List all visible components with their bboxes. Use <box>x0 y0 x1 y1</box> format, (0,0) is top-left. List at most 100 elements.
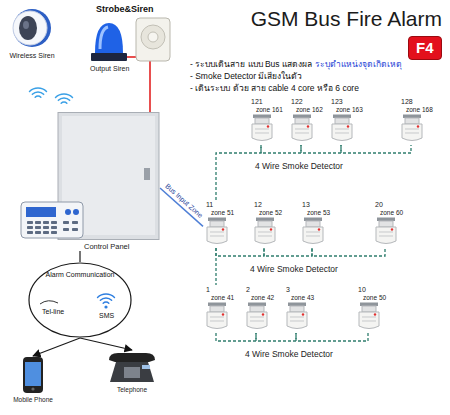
callout-number: 3 <box>286 286 314 294</box>
smoke-detector-icon <box>318 228 320 230</box>
strobe-siren-icon <box>86 15 180 63</box>
smoke-detector-icon <box>330 114 354 144</box>
callout-number: 1 <box>206 286 234 294</box>
edge-label: Bus Input Zone <box>163 182 204 220</box>
smoke-detector-icon <box>247 312 267 329</box>
smoke-detector-icon <box>347 125 349 127</box>
smoke-detector-icon <box>359 312 379 329</box>
smoke-detector-icon <box>295 129 309 130</box>
smoke-detector-icon <box>374 217 398 247</box>
smoke-detector-icon <box>253 115 271 119</box>
smoke-detector-icon <box>222 313 224 315</box>
wireless-siren-icon <box>19 16 37 40</box>
device-heading: Strobe&Siren <box>96 4 182 15</box>
telephone: Telephone <box>100 350 164 393</box>
control-panel-icon <box>51 221 57 224</box>
callout-number: 11 <box>206 201 234 209</box>
control-panel-icon <box>65 209 71 215</box>
smoke-detector-icon <box>245 302 269 332</box>
smoke-detector-icon <box>253 217 277 247</box>
smoke-detector-icon <box>290 317 304 318</box>
zone-label: zone 52 <box>259 209 282 217</box>
smoke-detector: 3zone 43 <box>283 285 315 333</box>
strobe-siren-icon <box>100 27 108 49</box>
control-panel-icon <box>63 221 69 224</box>
smoke-detector-icon <box>288 303 306 307</box>
smoke-detector-icon <box>250 321 264 322</box>
smoke-detector-icon <box>335 133 349 134</box>
communication-node: Alarm CommunicationTel-lineSMS <box>28 262 132 338</box>
zone-label: zone 43 <box>291 294 314 302</box>
wireless-waves <box>32 92 43 94</box>
smoke-detector: 2zone 42 <box>243 285 275 333</box>
smoke-detector-icon <box>210 232 224 233</box>
smoke-detector-icon <box>405 129 419 130</box>
strobe-siren-icon <box>127 56 136 58</box>
smoke-detector-icon <box>252 124 272 141</box>
zone-label: zone 162 <box>296 106 323 114</box>
control-panel: Control Panel <box>18 112 160 251</box>
zone-label: zone 60 <box>380 209 403 217</box>
smoke-detector: 128zone 168 <box>398 97 434 145</box>
callout-number: 13 <box>302 201 330 209</box>
smoke-detector-icon <box>307 125 309 127</box>
zone-label: zone 168 <box>406 106 433 114</box>
smoke-detector-icon <box>303 227 323 244</box>
telephone-icon <box>142 365 150 369</box>
control-panel-icon <box>63 228 69 231</box>
row-caption: 4 Wire Smoke Detector <box>245 349 333 359</box>
note-text: - ระบบเดินสาย แบบ Bus แสดงผล <box>190 59 312 69</box>
connector <box>149 73 151 112</box>
smoke-detector-icon <box>258 221 272 227</box>
zone-label: zone 42 <box>251 294 274 302</box>
smoke-detector-icon <box>207 312 227 329</box>
control-panel-icon <box>35 221 41 224</box>
telephone-icon <box>124 367 140 378</box>
smoke-detector-icon <box>376 227 396 244</box>
smoke-detector-icon <box>208 218 226 222</box>
channel-label: SMS <box>99 312 114 319</box>
figure-badge: F4 <box>408 36 442 60</box>
diagram-title: GSM Bus Fire Alarm <box>251 7 442 31</box>
telephone-icon <box>110 362 154 382</box>
mobile-phone-icon <box>23 357 43 393</box>
wireless-siren: Wireless Siren <box>3 6 61 59</box>
wireless-siren-icon <box>13 9 51 47</box>
connector <box>33 338 80 356</box>
bus-wire <box>264 248 312 256</box>
smoke-detector-icon <box>335 118 349 124</box>
smoke-detector-icon <box>357 302 381 332</box>
smoke-detector-icon <box>267 125 269 127</box>
callout-number: 123 <box>331 98 363 106</box>
smoke-detector-icon <box>306 232 320 233</box>
control-panel-icon <box>51 226 57 229</box>
smoke-detector-icon <box>400 114 424 144</box>
wireless-waves <box>35 96 41 97</box>
communication-ellipse <box>98 294 115 298</box>
control-panel-icon <box>144 168 150 180</box>
control-panel-icon <box>72 221 78 224</box>
smoke-detector-icon <box>290 306 304 312</box>
smoke-detector-icon <box>332 124 352 141</box>
channel-label: Tel-line <box>42 308 64 315</box>
bus-wire <box>216 248 264 256</box>
smoke-detector-icon <box>208 303 226 307</box>
telephone-icon <box>109 353 155 362</box>
smoke-detector-icon <box>306 236 320 237</box>
zone-label: zone 51 <box>211 209 234 217</box>
smoke-detector-icon <box>262 313 264 315</box>
mobile-phone-icon <box>31 387 34 390</box>
callout-number: 12 <box>254 201 282 209</box>
device-label: Telephone <box>100 386 164 393</box>
smoke-detector-icon <box>335 129 349 130</box>
smoke-detector-icon <box>417 125 419 127</box>
row-caption: 4 Wire Smoke Detector <box>250 264 338 274</box>
communication-ellipse <box>98 294 115 303</box>
communication-ellipse <box>104 305 107 308</box>
callout-number: 10 <box>358 286 386 294</box>
smoke-detector-icon <box>402 124 422 141</box>
smoke-detector-icon <box>306 221 320 227</box>
smoke-detector-icon <box>255 133 269 134</box>
connector <box>79 251 80 262</box>
smoke-detector-icon <box>290 321 304 322</box>
